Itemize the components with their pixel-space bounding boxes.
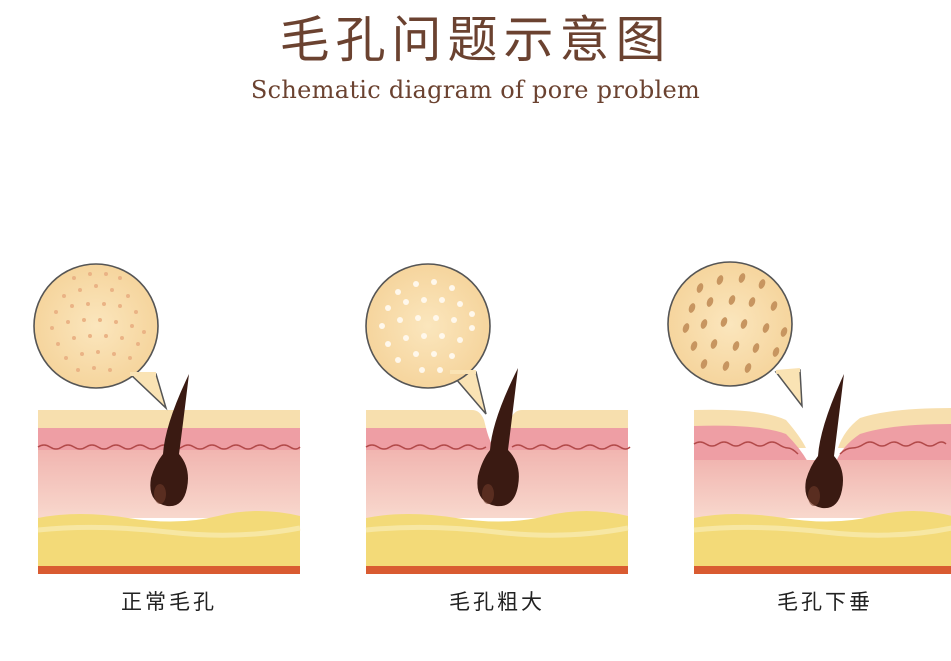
caption-normal-pore: 正常毛孔 xyxy=(121,590,217,614)
panel-normal-pore xyxy=(33,248,304,578)
magnifier-sagging xyxy=(667,261,803,409)
panel-sagging-pore xyxy=(667,248,951,578)
enlarged-pore-diagram xyxy=(365,263,631,574)
caption-enlarged-pore: 毛孔粗大 xyxy=(449,590,545,614)
magnifier-enlarged xyxy=(365,263,491,415)
page-title-en: Schematic diagram of pore problem xyxy=(250,76,701,104)
magnifier-normal xyxy=(33,263,168,411)
caption-sagging-pore: 毛孔下垂 xyxy=(777,590,873,614)
normal-pore-diagram xyxy=(33,263,301,574)
panel-enlarged-pore xyxy=(362,248,632,578)
hair-follicle xyxy=(150,374,189,507)
sagging-pore-diagram xyxy=(667,261,951,574)
page-title-cn: 毛孔问题示意图 xyxy=(279,11,672,69)
hair-follicle xyxy=(477,368,519,507)
hair-follicle xyxy=(805,374,844,509)
